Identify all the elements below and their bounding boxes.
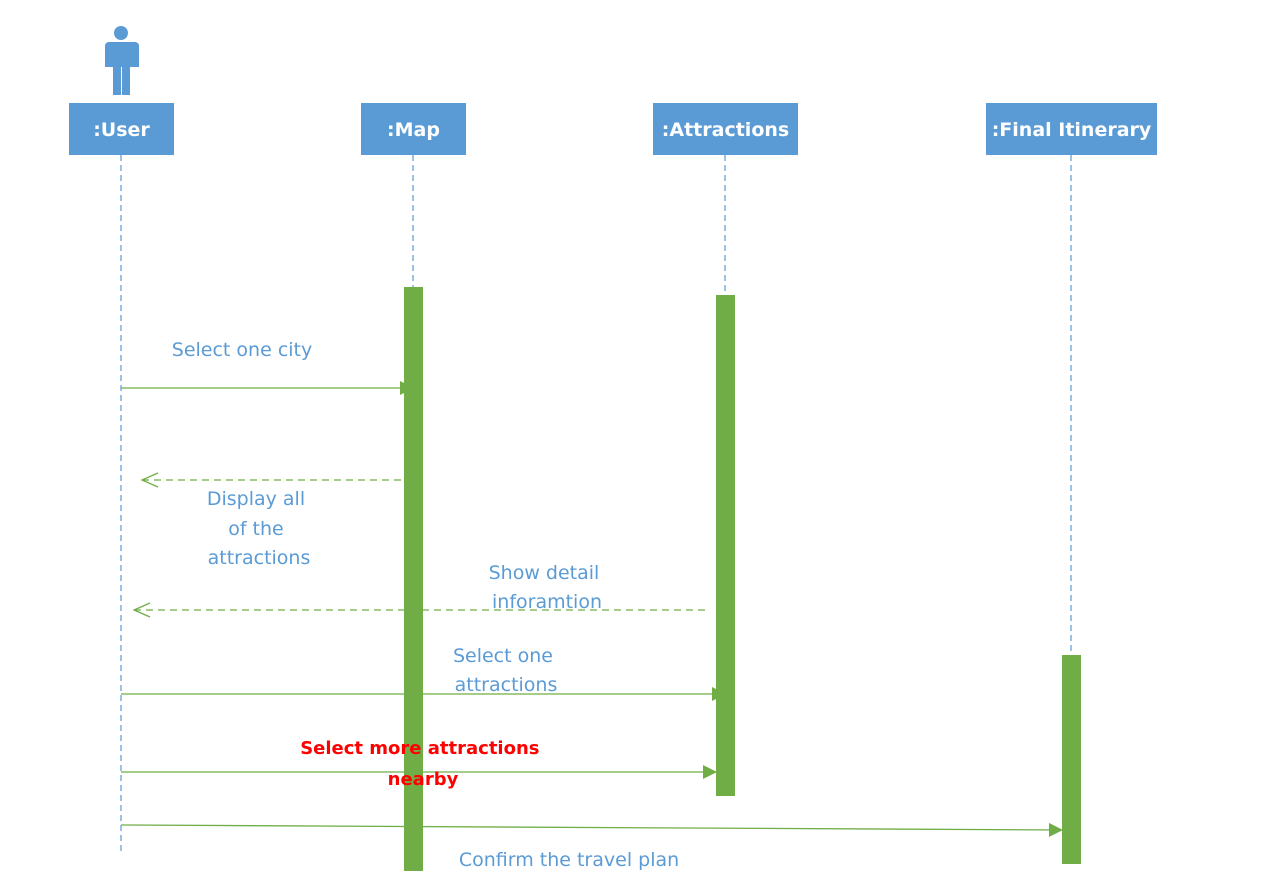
message-arrow (120, 822, 1063, 837)
message-display-all-attractions: Display all of the attractions (142, 480, 404, 569)
message-select-one-city: Select one city (121, 339, 414, 395)
lifeline-final-itinerary: :Final Itinerary (986, 103, 1157, 864)
message-label-line: attractions (208, 547, 311, 569)
message-label-line: nearby (388, 769, 459, 790)
activation-bar-final-itinerary (1062, 655, 1081, 864)
message-label-line: Select one (453, 645, 553, 667)
lifeline-attractions-header[interactable] (653, 103, 798, 155)
message-label-line: inforamtion (492, 591, 602, 613)
message-confirm-travel-plan: Confirm the travel plan (120, 822, 1063, 871)
message-label: Select more attractions nearby (300, 738, 546, 790)
message-select-one-attraction: Select one attractions (121, 645, 726, 701)
activation-bar-map (404, 287, 423, 871)
message-label: Select one city (172, 339, 312, 361)
lifeline-user: :User (69, 103, 174, 855)
message-label-line: of the (228, 518, 284, 540)
message-label: Show detail inforamtion (489, 562, 606, 613)
message-label-line: Display all (207, 488, 305, 510)
message-label: Display all of the attractions (207, 488, 311, 569)
message-label: Select one attractions (453, 645, 559, 696)
lifeline-attractions: :Attractions (653, 103, 798, 796)
lifeline-final-itinerary-label: :Final Itinerary (992, 119, 1152, 141)
person-icon (105, 26, 139, 95)
message-select-more-attractions: Select more attractions nearby (121, 738, 717, 790)
lifeline-attractions-label: :Attractions (662, 119, 789, 141)
lifeline-final-itinerary-header[interactable] (986, 103, 1157, 155)
message-label-line: attractions (455, 674, 558, 696)
message-show-detail-information: Show detail inforamtion (134, 562, 706, 613)
message-label-line: Show detail (489, 562, 600, 584)
activation-bar-attractions (716, 295, 735, 796)
message-label-line: Select one city (172, 339, 312, 361)
lifeline-map: :Map (361, 103, 466, 871)
lifeline-map-header[interactable] (361, 103, 466, 155)
message-label-line: Confirm the travel plan (459, 849, 679, 871)
lifeline-map-label: :Map (387, 119, 440, 141)
message-label: Confirm the travel plan (459, 849, 679, 871)
lifeline-user-label: :User (93, 119, 150, 141)
lifeline-user-header[interactable] (69, 103, 174, 155)
message-label-line: Select more attractions (300, 738, 539, 759)
